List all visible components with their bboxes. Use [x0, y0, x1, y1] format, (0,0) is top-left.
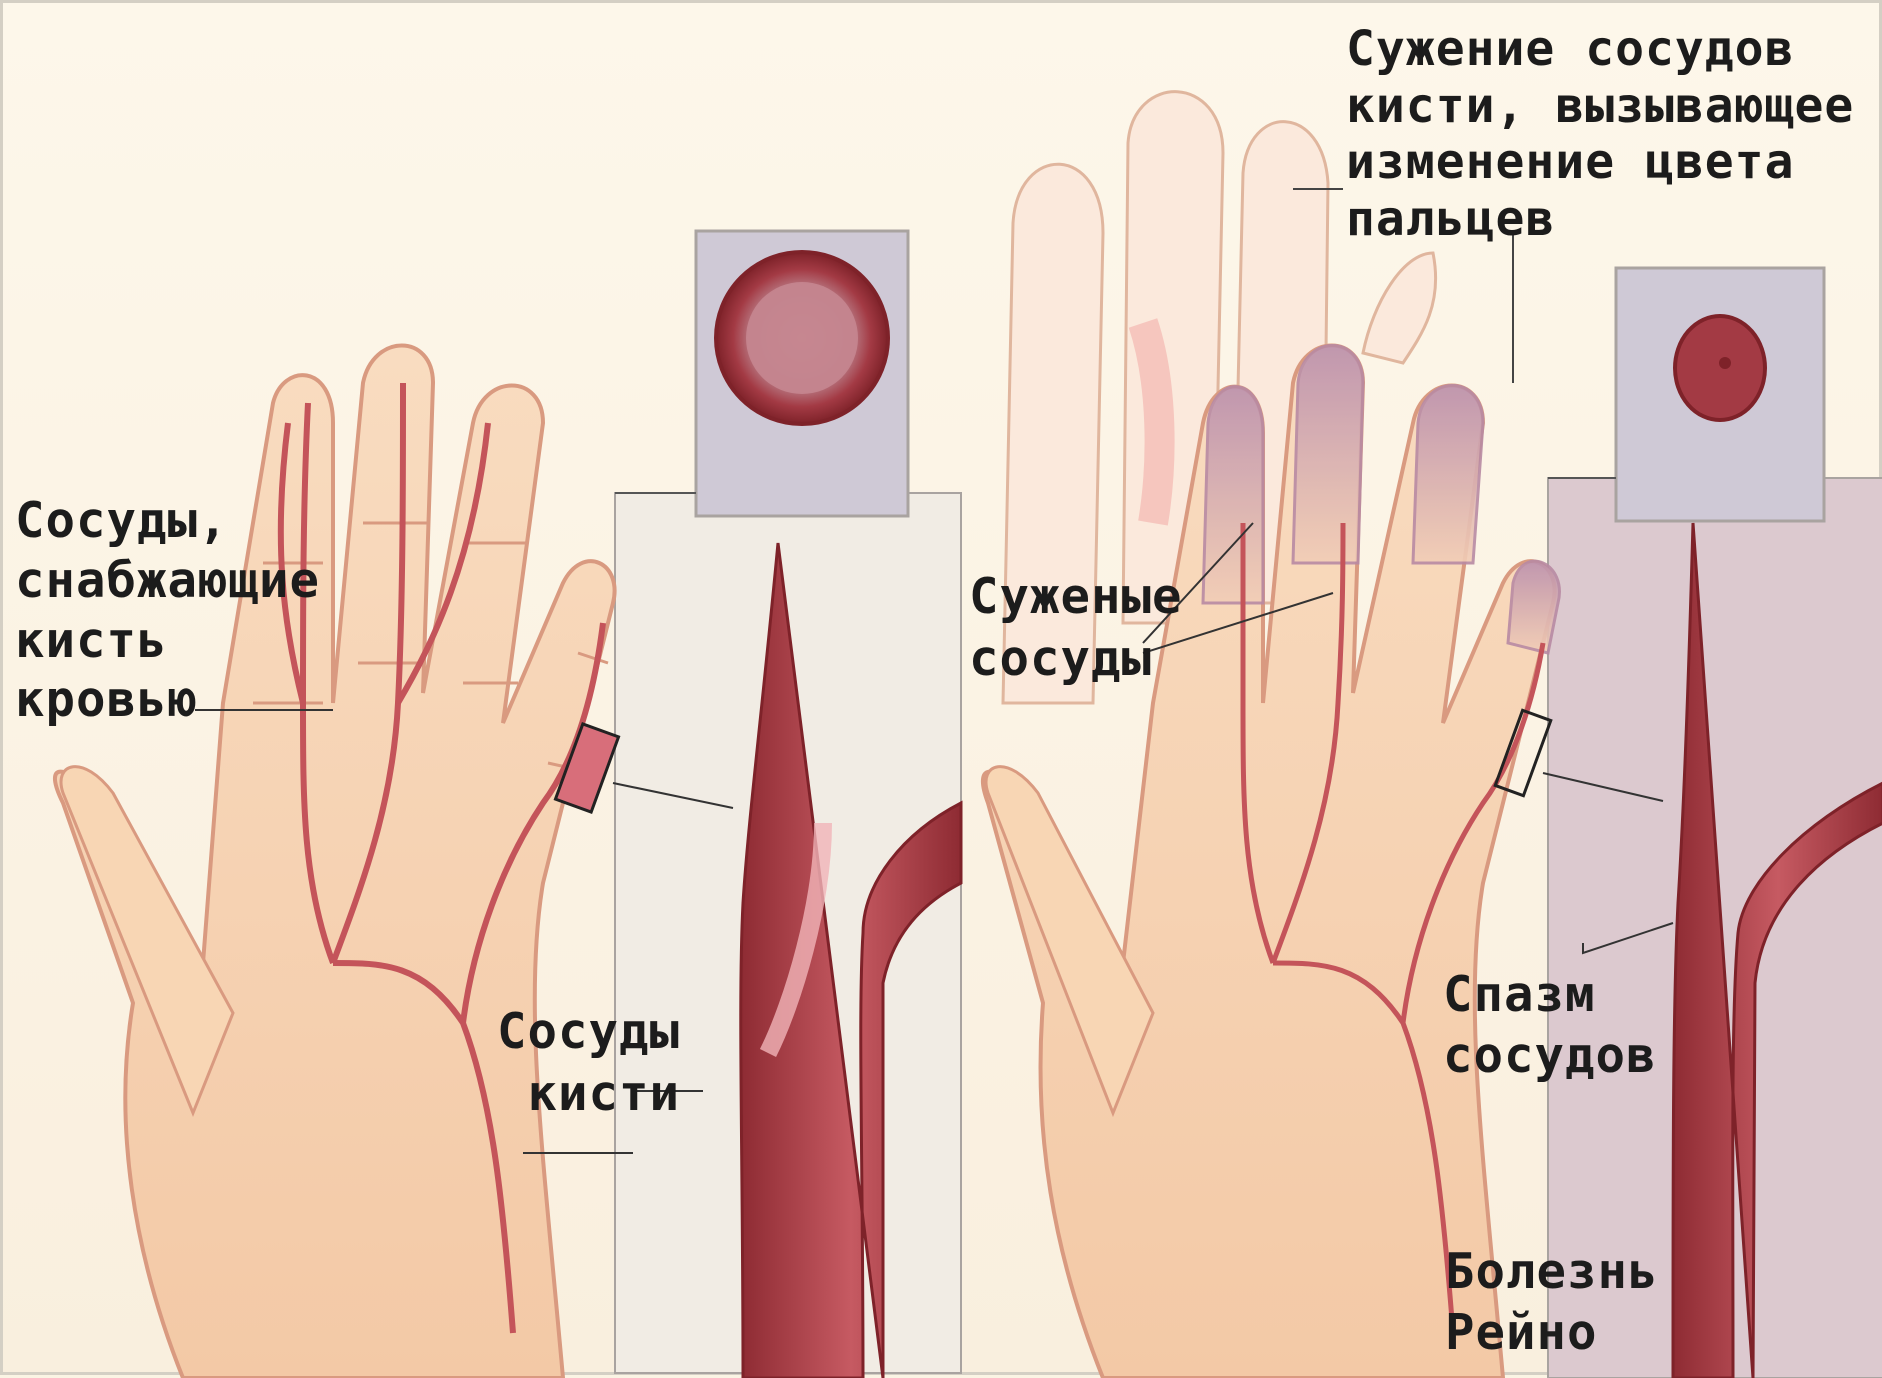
left-hand [55, 231, 961, 1378]
label-blood-supply-vessels: Сосуды, снабжающие кисть кровью [15, 491, 320, 730]
label-vessel-spasm: Спазм сосудов [1443, 965, 1657, 1087]
label-hand-vessels: Сосуды кисти [497, 1001, 680, 1124]
label-vessel-narrowing: Сужение сосудов кисти, вызывающее измене… [1346, 21, 1854, 248]
right-cross-section [1675, 316, 1765, 420]
right-hand [983, 92, 1882, 1378]
label-narrowed-vessels: Суженые сосуды [969, 566, 1183, 689]
label-raynaud-disease: Болезнь Рейно [1445, 1241, 1659, 1364]
